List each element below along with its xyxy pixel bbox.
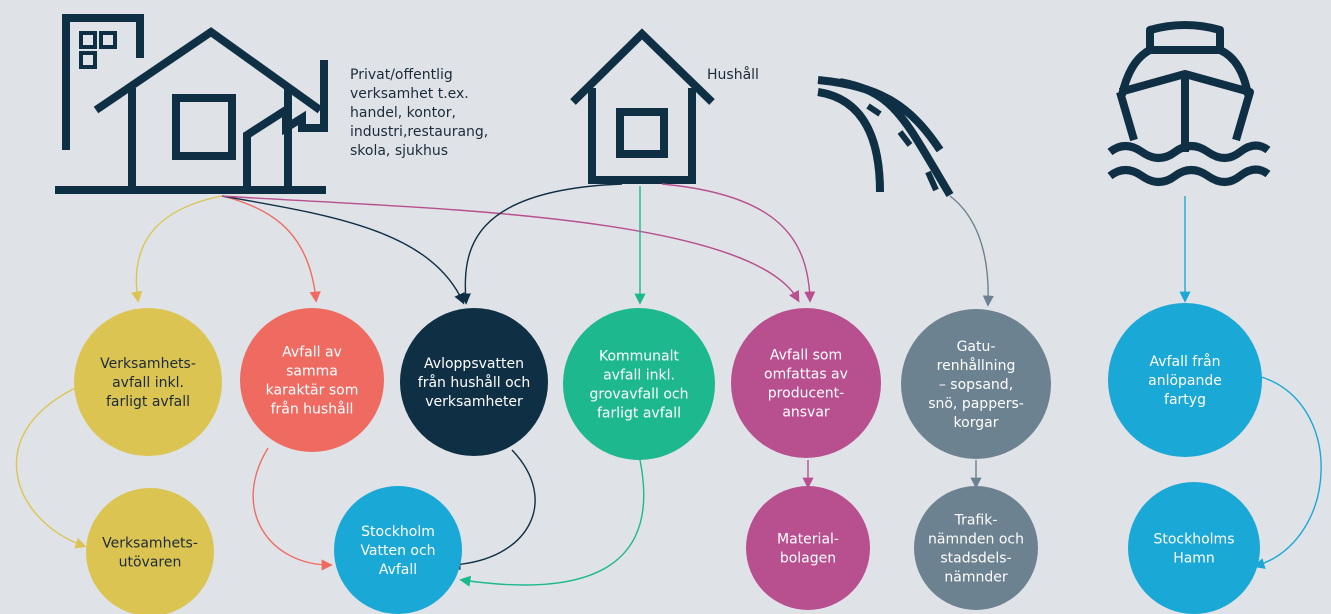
node-label-line: Avfall från bbox=[1150, 353, 1221, 370]
node-label-line: grovavfall och bbox=[590, 387, 689, 403]
node-label-line: från hushåll och bbox=[418, 374, 530, 391]
node-label-line: farligt avfall bbox=[597, 406, 681, 422]
node-producentansvar: Avfall som omfattas av producent-ansvar bbox=[731, 308, 881, 458]
node-circle bbox=[746, 486, 870, 610]
node-label-line: från hushåll bbox=[271, 401, 354, 418]
node-gaturenhallning: Gatu-renhållning – sopsand, snö, pappers-k… bbox=[901, 309, 1051, 459]
node-kommunalt: Kommunalt avfall inkl. grovavfall och farli… bbox=[563, 308, 715, 460]
connector-lines bbox=[15, 183, 1322, 587]
node-label-line: Verksamhets- bbox=[102, 536, 198, 552]
node-label-line: renhållning bbox=[937, 357, 1016, 374]
node-label-line: Stockholm bbox=[361, 524, 435, 540]
node-label-line: Vatten och bbox=[360, 543, 435, 559]
node-circle bbox=[563, 308, 715, 460]
node-label-line: Avloppsvatten bbox=[424, 356, 524, 372]
node-label-line: – sopsand, bbox=[939, 377, 1013, 393]
node-label-line: ansvar bbox=[782, 405, 830, 421]
node-circle bbox=[1108, 303, 1262, 457]
node-label-line: nämnder bbox=[944, 570, 1007, 586]
node-label-line: Avfall som bbox=[770, 348, 842, 364]
business-source-label: Privat/offentlig verksamhet t.ex. handel… bbox=[350, 67, 489, 159]
node-label-line: utövaren bbox=[119, 555, 182, 571]
node-label-line: Verksamhets- bbox=[100, 356, 196, 372]
house-icon bbox=[570, 28, 715, 184]
node-label-line: fartyg bbox=[1164, 392, 1206, 408]
node-verksamhetsutovaren: Verksamhets-utövaren bbox=[86, 488, 214, 614]
node-label-line: nämnden och bbox=[928, 532, 1024, 548]
node-circle bbox=[914, 486, 1038, 610]
node-label-line: karaktär som bbox=[266, 383, 359, 399]
node-materialbolagen: Material-bolagen bbox=[746, 486, 870, 610]
node-label-line: Hamn bbox=[1173, 551, 1215, 567]
road-icon bbox=[817, 76, 954, 198]
node-avloppsvatten: Avloppsvatten från hushåll och verksamhete… bbox=[400, 308, 548, 456]
node-trafiknamnden: Trafik-nämnden och stadsdels-nämnder bbox=[914, 486, 1038, 610]
node-circle bbox=[334, 486, 462, 614]
node-avfall-hushall: Avfall av samma karaktär som från hushåll bbox=[240, 308, 384, 452]
node-label-line: Stockholms bbox=[1153, 532, 1234, 548]
node-label-line: snö, pappers- bbox=[928, 396, 1024, 412]
ship-icon bbox=[1107, 21, 1271, 186]
node-fartyg: Avfall från anlöpande fartyg bbox=[1108, 303, 1262, 457]
node-circle bbox=[731, 308, 881, 458]
node-label-line: Kommunalt bbox=[599, 349, 680, 365]
node-label-line: Material- bbox=[777, 532, 839, 548]
node-label-line: bolagen bbox=[780, 551, 836, 567]
node-circle bbox=[240, 308, 384, 452]
node-label-line: producent- bbox=[768, 386, 844, 402]
business-building-icon bbox=[55, 14, 328, 194]
node-label-line: verksamheter bbox=[425, 394, 523, 410]
node-circle bbox=[1128, 482, 1260, 614]
node-label-line: Avfall av bbox=[282, 345, 342, 361]
node-verksamhetsavfall: Verksamhets-avfall inkl. farligt avfall bbox=[74, 308, 222, 456]
node-label-line: korgar bbox=[954, 415, 999, 431]
node-label-line: Avfall bbox=[379, 562, 417, 578]
node-circle bbox=[901, 309, 1051, 459]
node-label-line: avfall inkl. bbox=[603, 368, 675, 384]
node-label-line: avfall inkl. bbox=[112, 375, 184, 391]
node-label-line: omfattas av bbox=[764, 367, 848, 383]
node-circle bbox=[86, 488, 214, 614]
household-source-label: Hushåll bbox=[707, 67, 759, 83]
node-label-line: anlöpande bbox=[1148, 373, 1222, 389]
node-label-line: farligt avfall bbox=[106, 394, 190, 410]
node-label-line: Trafik- bbox=[954, 513, 998, 529]
node-label-line: samma bbox=[286, 364, 338, 380]
node-label-line: Gatu- bbox=[957, 339, 996, 355]
node-circle bbox=[400, 308, 548, 456]
node-circle bbox=[74, 308, 222, 456]
node-label-line: stadsdels- bbox=[940, 551, 1011, 567]
